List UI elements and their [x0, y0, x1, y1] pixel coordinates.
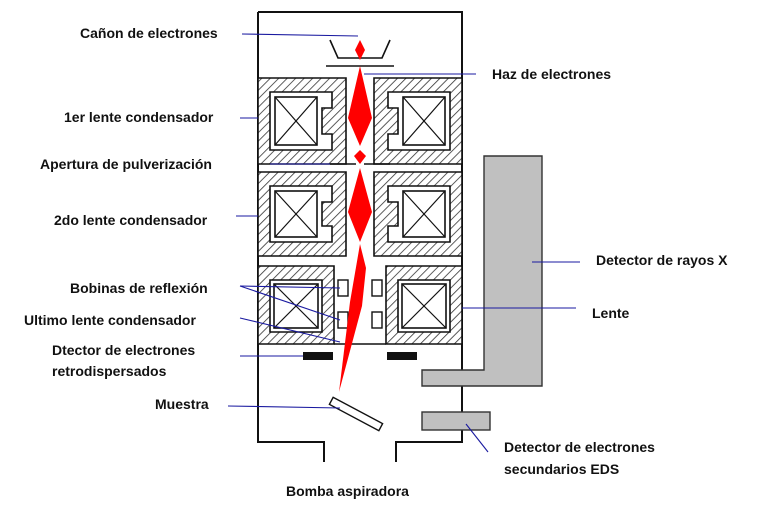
final-lens [257, 265, 463, 345]
label-xray-detector: Detector de rayos X [596, 252, 728, 268]
label-secondary-detector-line1: Detector de electrones [504, 439, 655, 455]
label-sample: Muestra [155, 396, 209, 412]
label-secondary-detector-line2: secundarios EDS [504, 461, 619, 477]
label-spray-aperture: Apertura de pulverización [40, 156, 212, 172]
leader-lines [227, 33, 580, 453]
label-electron-beam: Haz de electrones [492, 66, 611, 82]
label-backscatter-detector-line2: retrodispersados [52, 363, 167, 379]
condenser-lens-1 [257, 77, 463, 165]
sample [328, 396, 384, 432]
label-electron-gun: Cañon de electrones [80, 25, 218, 41]
label-deflection-coils: Bobinas de reflexión [70, 280, 208, 296]
condenser-lens-2 [257, 171, 463, 257]
label-condenser-1: 1er lente condensador [64, 109, 214, 125]
label-vacuum-pump: Bomba aspiradora [286, 483, 409, 499]
deflection-coils [337, 279, 383, 329]
electron-beam [339, 40, 372, 392]
label-lens: Lente [592, 305, 630, 321]
label-condenser-2: 2do lente condensador [54, 212, 208, 228]
label-backscatter-detector-line1: Dtector de electrones [52, 342, 195, 358]
secondary-electron-detector [421, 411, 491, 431]
xray-detector [421, 155, 543, 387]
backscatter-detector [303, 352, 417, 360]
label-last-condenser: Ultimo lente condensador [24, 312, 196, 328]
